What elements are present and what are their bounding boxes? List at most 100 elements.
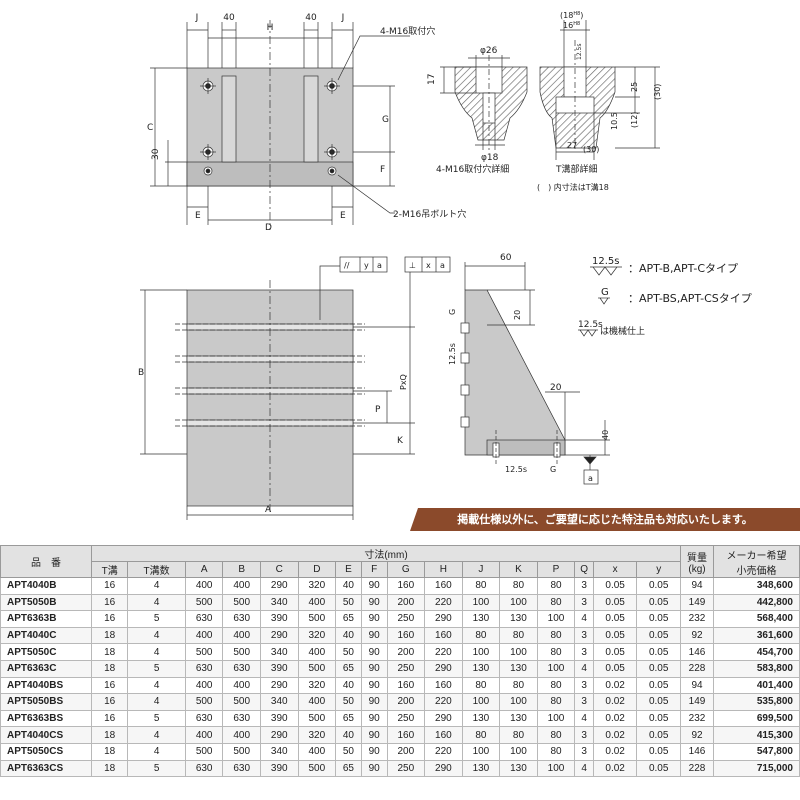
table-cell: 18 [90,659,129,678]
slot-detail-note: ( ) 内寸法はT溝18 [537,182,609,192]
table-cell: 0.02 [592,709,638,728]
table-cell: 94 [680,676,714,695]
table-cell: 130 [499,709,538,728]
price-cell: 361,600 [713,626,800,645]
table-cell: 400 [184,626,224,645]
table-cell: 500 [222,643,261,661]
table-cell: 100 [536,759,576,778]
product-code: APT5050C [0,643,92,661]
table-cell: 0.05 [592,626,638,645]
table-cell: 200 [386,593,426,612]
table-cell: 130 [461,659,501,678]
table-cell: 0.02 [592,759,638,778]
table-cell: 80 [461,676,501,695]
table-cell: 3 [574,643,594,661]
table-cell: 500 [222,693,261,711]
table-cell: 50 [335,593,362,612]
side-label-12-5s-bottom: 12.5s [505,465,527,474]
dim-16h8: 16H8 [563,21,580,30]
table-cell: 0.05 [636,759,681,778]
product-code: APT5050B [0,593,92,612]
table-cell: 90 [360,659,388,678]
table-cell: 630 [222,709,261,728]
table-cell: 90 [360,626,388,645]
product-code: APT4040C [0,626,92,645]
table-cell: 290 [424,709,463,728]
table-cell: 3 [574,593,594,612]
table-cell: 18 [90,643,129,661]
table-cell: 320 [297,626,337,645]
table-cell: 0.05 [592,577,638,595]
table-cell: 400 [297,643,337,661]
table-cell: 220 [424,593,463,612]
side-dim-60: 60 [500,253,512,263]
table-cell: 146 [680,742,714,761]
table-cell: 4 [127,693,186,711]
header-code: 品 番 [0,545,92,578]
note-mount-holes: 4-M16取付穴 [380,25,435,37]
table-cell: 0.02 [592,742,638,761]
table-cell: 80 [536,693,576,711]
table-cell: 4 [127,593,186,612]
dim-c: C [147,123,153,133]
table-cell: 100 [499,693,538,711]
dim-b: B [138,368,144,378]
table-cell: 100 [536,610,576,628]
table-cell: 400 [184,726,224,744]
table-cell: 100 [536,709,576,728]
subheader-col: T溝数 [127,561,186,578]
product-code: APT6363CS [0,759,92,778]
table-cell: 0.05 [636,693,681,711]
table-cell: 0.02 [592,693,638,711]
table-cell: 149 [680,693,714,711]
table-cell: 50 [335,742,362,761]
table-cell: 90 [360,643,388,661]
product-code: APT4040B [0,577,92,595]
subheader-col: x [592,561,638,578]
table-cell: 5 [127,759,186,778]
price-cell: 454,700 [713,643,800,661]
tol-parallel-symbol: // [344,261,350,270]
table-cell: 630 [222,659,261,678]
table-cell: 320 [297,577,337,595]
dim-phi18: φ18 [481,153,499,163]
table-cell: 0.05 [592,593,638,612]
table-cell: 94 [680,577,714,595]
dim-k: K [397,436,404,446]
table-cell: 80 [536,726,576,744]
table-cell: 80 [499,676,538,695]
table-cell: 228 [680,659,714,678]
table-cell: 290 [259,577,299,595]
table-cell: 80 [499,626,538,645]
table-cell: 630 [184,610,224,628]
table-cell: 340 [259,693,299,711]
table-cell: 130 [461,709,501,728]
table-cell: 400 [184,577,224,595]
table-cell: 400 [297,693,337,711]
table-cell: 290 [259,626,299,645]
price-cell: 699,500 [713,709,800,728]
dim-j-left: J [195,13,199,23]
product-code: APT4040CS [0,726,92,744]
product-code: APT5050BS [0,693,92,711]
side-label-g: G [448,309,457,315]
table-cell: 90 [360,759,388,778]
price-cell: 535,800 [713,693,800,711]
table-cell: 16 [90,709,129,728]
table-cell: 500 [297,659,337,678]
dim-12-paren: (12) [630,112,639,128]
table-cell: 16 [90,610,129,628]
side-label-12-5s: 12.5s [448,343,457,365]
table-cell: 0.02 [592,676,638,695]
table-cell: 40 [335,676,362,695]
dim-p: P [375,405,381,415]
table-cell: 3 [574,676,594,695]
table-cell: 0.05 [636,610,681,628]
table-cell: 500 [297,709,337,728]
table-cell: 5 [127,709,186,728]
table-cell: 4 [127,626,186,645]
table-cell: 80 [536,593,576,612]
